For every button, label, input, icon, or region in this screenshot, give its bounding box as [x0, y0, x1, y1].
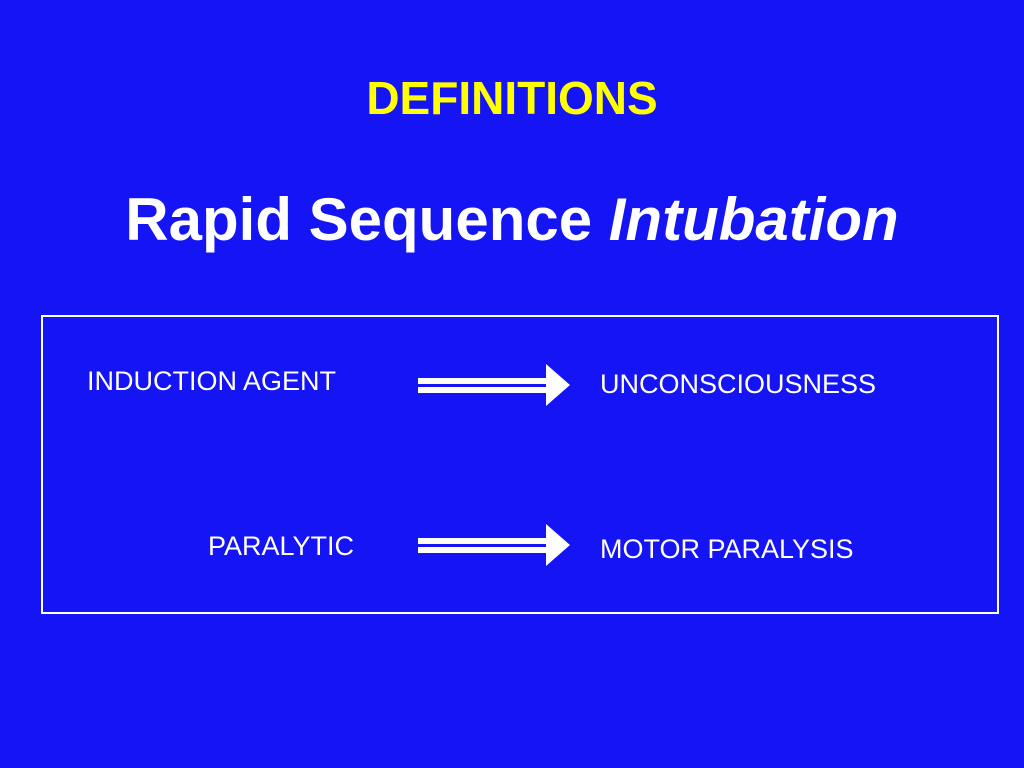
effect-label-unconsciousness: UNCONSCIOUSNESS [600, 369, 877, 399]
right-arrow-icon [418, 524, 570, 566]
agent-label-induction: INDUCTION AGENT [87, 366, 337, 396]
slide-heading: DEFINITIONS [366, 72, 658, 124]
agent-label-paralytic: PARALYTIC [208, 531, 355, 561]
definitions-box [41, 315, 999, 614]
subtitle-regular: Rapid Sequence [125, 186, 593, 253]
slide-subtitle: Rapid Sequence Intubation [0, 186, 1024, 254]
right-arrow-icon [418, 364, 570, 406]
effect-label-motor-paralysis: MOTOR PARALYSIS [600, 534, 854, 564]
subtitle-italic: Intubation [608, 186, 899, 253]
